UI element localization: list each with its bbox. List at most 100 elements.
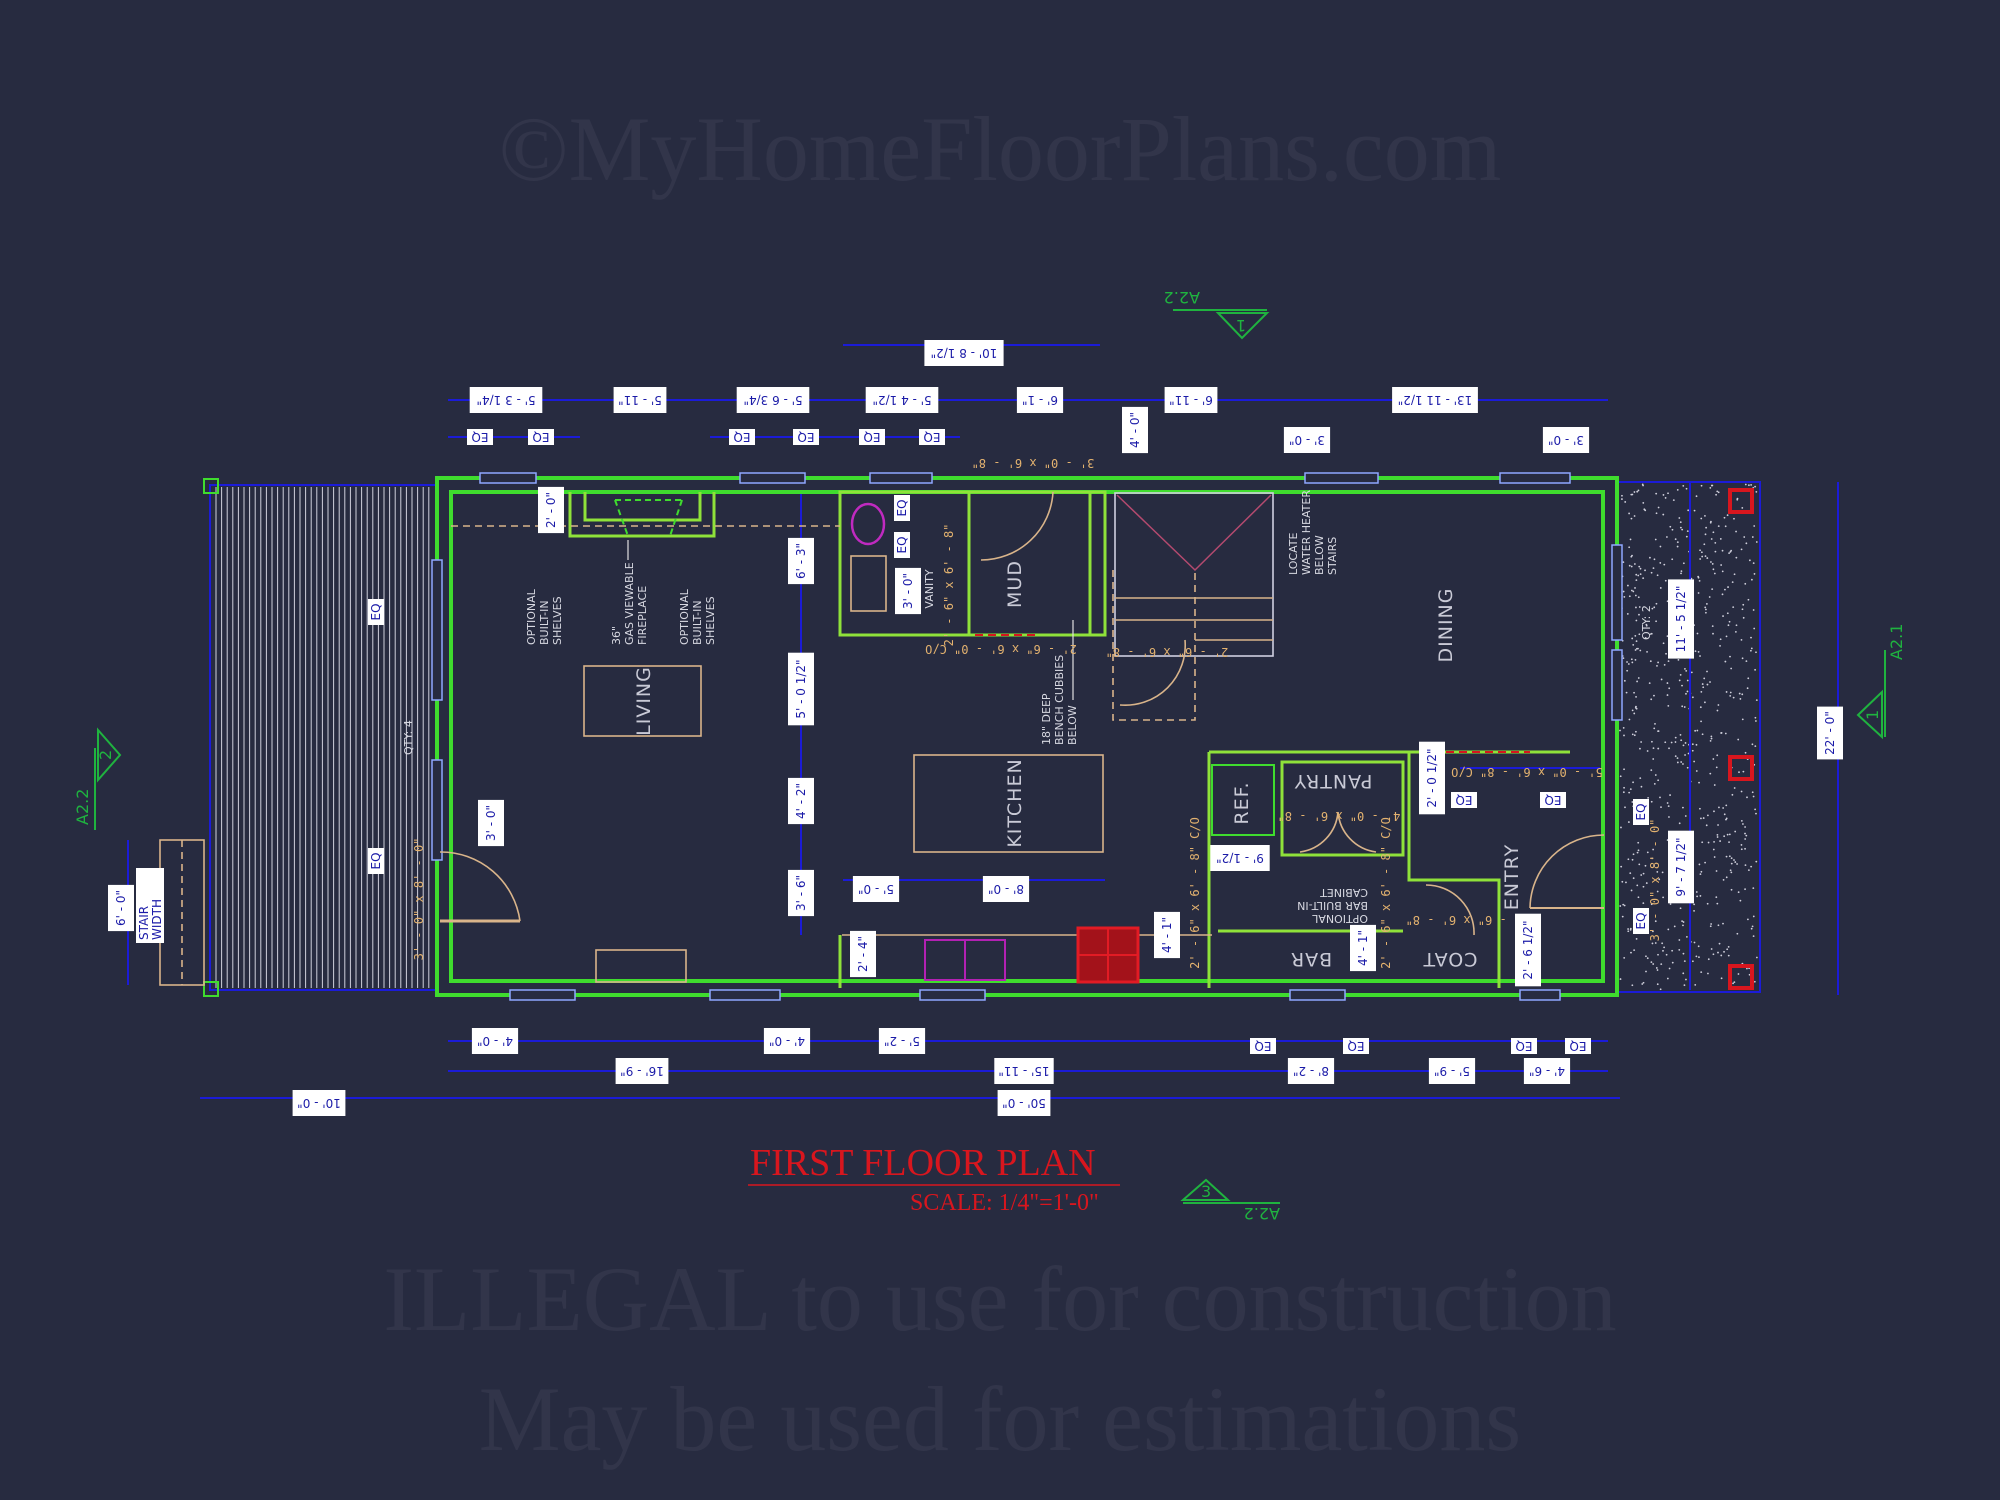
- svg-text:4' - 0": 4' - 0": [477, 1034, 513, 1048]
- stipple-dot: [1619, 775, 1622, 778]
- stipple-dot: [1656, 890, 1659, 893]
- stipple-dot: [1652, 930, 1654, 933]
- svg-text:WIDTH: WIDTH: [150, 899, 164, 940]
- stipple-dot: [1674, 741, 1677, 743]
- stipple-dot: [1678, 948, 1681, 951]
- svg-text:EQ: EQ: [1347, 1039, 1364, 1053]
- svg-text:3' - 0": 3' - 0": [1548, 433, 1584, 447]
- door-swing-entry: [1529, 834, 1605, 909]
- stipple-dot: [1642, 502, 1645, 504]
- door-tag: 3' - 0" x 8' - 0": [412, 838, 426, 961]
- dimension-tag: 5' - 0": [852, 876, 900, 902]
- drawing-scale: SCALE: 1/4"=1'-0": [910, 1190, 1099, 1216]
- stipple-dot: [1629, 872, 1632, 875]
- stipple-dot: [1663, 563, 1666, 566]
- stipple-dot: [1715, 870, 1718, 872]
- svg-text:EQ: EQ: [1544, 793, 1561, 807]
- stipple-dot: [1754, 808, 1757, 811]
- stipple-dot: [1721, 570, 1724, 573]
- svg-text:EQ: EQ: [532, 430, 549, 444]
- dimension-tag: 2' - 0": [538, 486, 564, 534]
- stipple-dot: [1633, 949, 1636, 952]
- stipple-dot: [1620, 826, 1622, 829]
- stipple-dot: [1712, 632, 1714, 635]
- svg-text:EQ: EQ: [1634, 912, 1648, 929]
- door-tag: 3' - 0" x 8' - 0": [1648, 819, 1662, 942]
- door-swing-pantry: [1299, 811, 1377, 853]
- stipple-dot: [1657, 953, 1659, 956]
- stair: [1114, 492, 1274, 657]
- stipple-dot: [1755, 720, 1757, 722]
- stipple-dot: [1633, 734, 1636, 737]
- stipple-dot: [1636, 490, 1639, 493]
- stipple-dot: [1656, 871, 1659, 873]
- stipple-dot: [1743, 536, 1746, 538]
- stipple-dot: [1735, 624, 1738, 627]
- stipple-dot: [1634, 594, 1637, 597]
- stipple-dot: [1746, 796, 1748, 799]
- stipple-dot: [1657, 730, 1659, 733]
- svg-text:SHELVES: SHELVES: [551, 596, 564, 645]
- stipple-dot: [1638, 565, 1641, 568]
- stipple-dot: [1697, 576, 1700, 579]
- stipple-dot: [1754, 745, 1757, 748]
- stipple-dot: [1730, 667, 1733, 670]
- stipple-dot: [1621, 880, 1624, 883]
- stipple-dot: [1696, 895, 1699, 898]
- stipple-dot: [1683, 984, 1686, 987]
- stipple-dot: [1707, 841, 1710, 844]
- stipple-dot: [1641, 983, 1644, 985]
- stipple-dot: [1631, 801, 1634, 803]
- stipple-dot: [1631, 733, 1634, 736]
- stipple-dot: [1750, 927, 1753, 930]
- stipple-dot: [1630, 658, 1633, 661]
- stipple-dot: [1651, 942, 1654, 945]
- stipple-dot: [1631, 493, 1634, 496]
- stipple-dot: [1716, 490, 1719, 493]
- post-icon: [203, 981, 219, 997]
- stipple-dot: [1622, 726, 1625, 729]
- dimension-tag: 4' - 1": [1154, 911, 1180, 959]
- window: [869, 472, 933, 484]
- stipple-dot: [1728, 620, 1731, 623]
- stipple-dot: [1627, 858, 1630, 861]
- stipple-dot: [1635, 640, 1638, 643]
- svg-text:4' - 1": 4' - 1": [1160, 917, 1174, 953]
- dimension-tag: 6' - 3": [788, 537, 814, 585]
- svg-text:5' - 0": 5' - 0": [858, 882, 894, 896]
- stipple-dot: [1744, 888, 1746, 891]
- stipple-dot: [1667, 492, 1669, 495]
- stipple-dot: [1654, 942, 1657, 944]
- stipple-dot: [1642, 872, 1645, 875]
- stipple-dot: [1694, 729, 1697, 732]
- stipple-dot: [1628, 564, 1631, 567]
- room-label-mud: MUD: [1004, 560, 1026, 608]
- stipple-dot: [1733, 573, 1736, 576]
- interior-walls: [568, 490, 1570, 988]
- stipple-dot: [1666, 682, 1669, 684]
- stipple-dot: [1666, 536, 1668, 538]
- stipple-dot: [1722, 922, 1724, 925]
- svg-text:5' - 11": 5' - 11": [618, 393, 662, 407]
- dimension-tag: 4' - 2": [788, 777, 814, 825]
- stipple-dot: [1719, 840, 1721, 842]
- dimension-tag: 5' - 6 3/4": [736, 387, 810, 413]
- qty-right: QTY: 2: [1640, 605, 1653, 640]
- svg-text:15' - 11": 15' - 11": [998, 1064, 1049, 1078]
- drawing-title: FIRST FLOOR PLAN: [750, 1142, 1096, 1184]
- toilet-icon: [850, 502, 886, 546]
- stipple-dot: [1711, 588, 1714, 590]
- stipple-dot: [1663, 946, 1666, 949]
- svg-text:A2.2: A2.2: [73, 789, 92, 825]
- stipple-dot: [1653, 606, 1656, 609]
- eq-tag: EQ: [1451, 792, 1477, 808]
- stipple-dot: [1721, 593, 1724, 596]
- stipple-dot: [1725, 691, 1728, 693]
- stipple-dot: [1740, 844, 1743, 846]
- stipple-dot: [1753, 573, 1756, 575]
- stipple-dot: [1717, 951, 1719, 954]
- stipple-dot: [1740, 790, 1743, 793]
- stipple-dot: [1729, 691, 1732, 694]
- stipple-dot: [1733, 517, 1735, 520]
- svg-text:10' - 8 1/2": 10' - 8 1/2": [931, 346, 998, 360]
